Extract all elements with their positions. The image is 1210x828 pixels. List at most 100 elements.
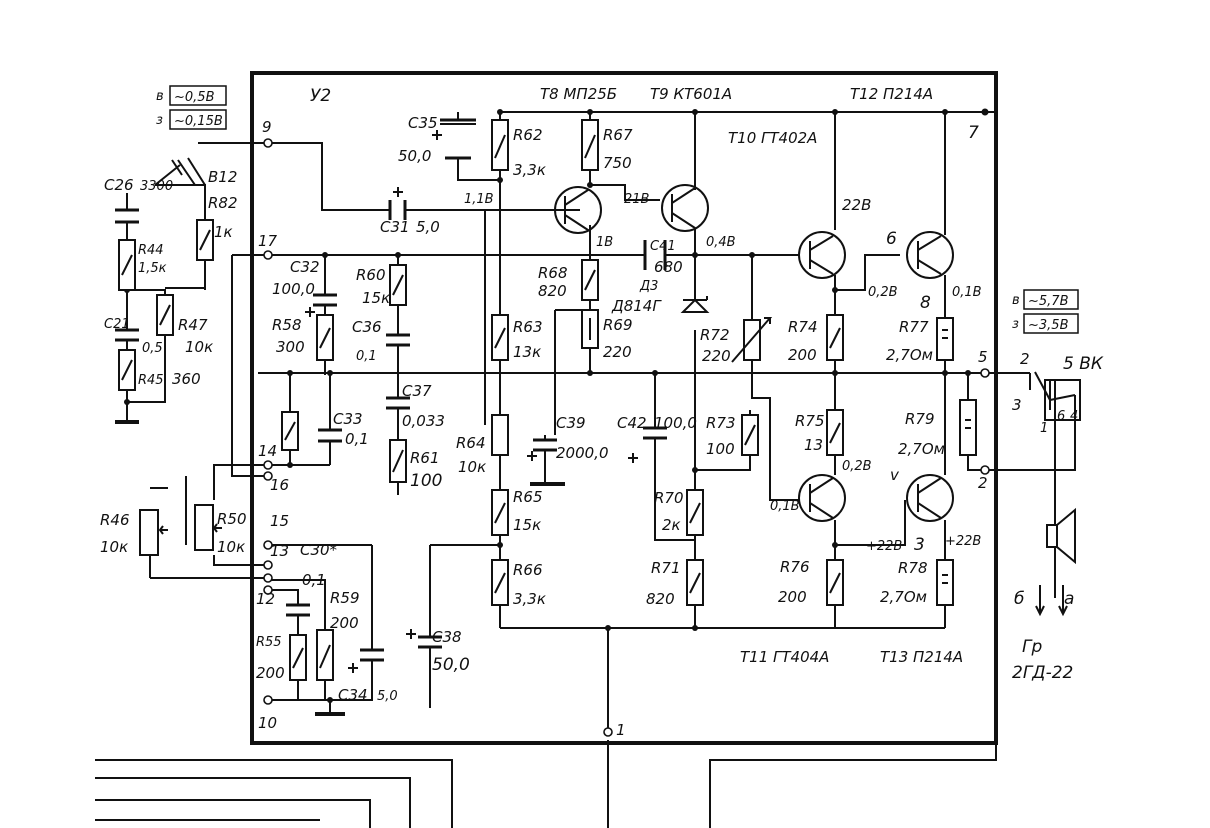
label-R50-name: R50 [217,510,247,528]
voltage-22v-b: +22В [945,534,981,549]
input-mode-2: з [156,113,163,128]
label-R67-name: R67 [603,126,633,144]
mark-3: 3 [914,535,925,555]
label-R66-name: R66 [513,561,543,579]
ground-symbols [115,420,565,716]
label-R75-value: 13 [804,436,823,454]
label-R67-value: 750 [603,154,632,172]
label-C34-name: C34 [338,686,368,704]
label-C32-value: 100,0 [272,280,315,298]
transistor-t12-symbol [906,231,954,279]
label-R63-value: 13к [513,343,541,361]
output-value-1: ~5,7В [1028,294,1069,309]
voltage-0-1v-top: 0,1В [952,285,982,300]
label-C21-name: C21 [104,317,130,332]
wiring [95,111,1076,828]
label-R72-value: 220 [702,347,731,365]
board-outline [250,71,998,745]
output-voltage-table: в ~5,7В з ~3,5В [1012,289,1079,334]
label-R78-name: R78 [898,559,928,577]
label-R66-value: 3,3к [513,590,546,608]
label-R46-value: 10к [100,538,128,556]
label-R73-value: 100 [706,440,735,458]
voltage-1v: 1В [596,235,613,250]
pin-12: 12 [256,590,275,608]
input-mode-1: в [156,89,164,104]
label-C31-value: 5,0 [416,218,440,236]
voltage-21v: 21В [624,192,650,207]
pin-14: 14 [258,442,277,460]
label-R74-name: R74 [788,318,818,336]
label-R77-value: 2,7Ом [886,346,933,364]
label-R71-value: 820 [646,590,675,608]
label-diode-name: Д3 [639,279,658,294]
label-t12: Т12 П214А [850,85,933,103]
label-input-socket: В12 [208,168,237,186]
label-R75-name: R75 [795,412,825,430]
label-R61-value: 100 [410,471,442,491]
label-C39-value: 2000,0 [556,444,609,462]
label-t9: Т9 КТ601А [650,85,732,103]
pin-17: 17 [258,232,278,250]
pin-9: 9 [262,118,272,136]
switch-pin-4: 4 [1070,409,1078,424]
pin-13: 13 [270,542,289,560]
transistor-t11-symbol [798,474,846,522]
label-C41-value: 680 [654,258,683,276]
label-R55-value: 200 [256,664,285,682]
label-R55-name: R55 [256,635,282,650]
label-t8: Т8 МП25Б [540,85,617,103]
label-R63-name: R63 [513,318,543,336]
label-C33-name: C33 [333,410,363,428]
pin-16: 16 [270,476,289,494]
label-R69-value: 220 [603,343,632,361]
label-R65-value: 15к [513,516,541,534]
label-speaker-a: а [1064,589,1074,609]
voltage-0-4v: 0,4В [706,235,736,250]
transistor-t10-symbol [798,231,846,279]
output-mode-1: в [1012,293,1020,308]
pin-1: 1 [616,721,626,739]
label-R62-name: R62 [513,126,543,144]
label-R71-name: R71 [651,559,681,577]
label-R77-name: R77 [899,318,929,336]
output-value-2: ~3,5В [1028,318,1069,333]
label-C37-name: C37 [402,382,432,400]
transistor-t8-symbol [554,186,602,234]
input-voltage-table: в ~0,5В з ~0,15В [156,85,227,130]
mark-v: v [890,466,900,484]
switch-pin-6: 6 [1057,409,1065,424]
label-R70-name: R70 [654,489,684,507]
label-R58-value: 300 [276,338,305,356]
speaker-icon [1035,507,1076,617]
label-C38-name: C38 [432,628,462,646]
label-R47-value: 10к [185,338,213,356]
pin-7: 7 [968,123,979,143]
label-C30-value: 0,1 [302,571,326,589]
board-label: У2 [310,86,331,106]
voltage-0-2v-top: 0,2В [868,285,898,300]
capacitor-plates [115,118,667,662]
label-C31-name: C31 [380,218,410,236]
voltage-0-1v-mid: 0,1В [770,499,800,514]
label-R46-name: R46 [100,511,130,529]
label-R64-value: 10к [458,458,486,476]
transistor-t13-symbol [906,474,954,522]
input-value-1: ~0,5В [174,90,215,105]
switch-pin-3: 3 [1012,396,1022,414]
label-R65-name: R65 [513,488,543,506]
label-R44-name: R44 [138,243,164,258]
label-R76-value: 200 [778,588,807,606]
label-R44-value: 1,5к [138,261,167,276]
label-C37-value: 0,033 [402,412,445,430]
label-R47-name: R47 [178,316,208,334]
pin-15: 15 [270,512,289,530]
label-R76-name: R76 [780,558,810,576]
pin-terminals [263,138,990,737]
label-speaker-name: Гр [1022,637,1042,657]
label-C26-value: 3300 [140,179,173,194]
label-R60-name: R60 [356,266,386,284]
resistor-bodies [118,119,977,681]
label-R82-value: 1к [214,223,233,241]
